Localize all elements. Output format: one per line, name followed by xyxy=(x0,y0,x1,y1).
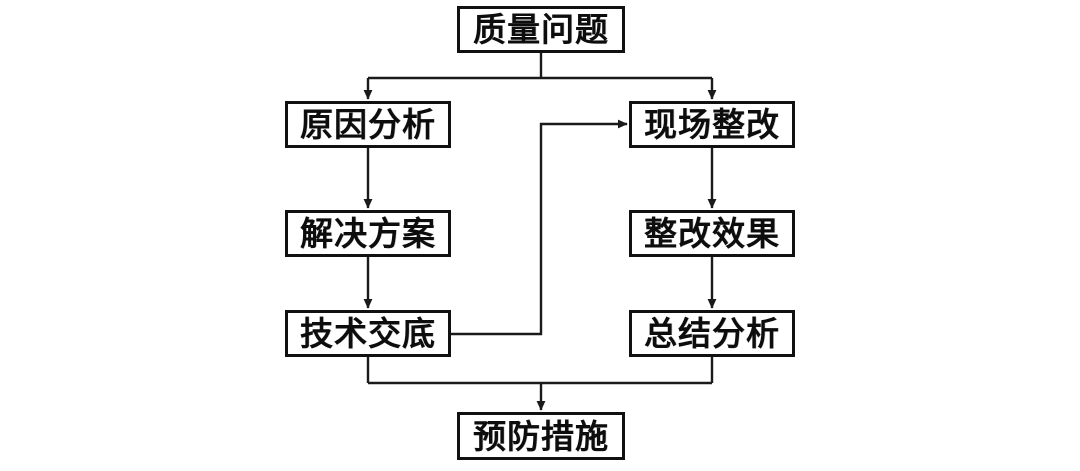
node-label-onsite-rectification: 现场整改 xyxy=(644,105,780,144)
node-technical-briefing[interactable]: 技术交底 xyxy=(285,310,451,357)
edge-briefing-to-onsite xyxy=(451,119,628,336)
node-quality-issue[interactable]: 质量问题 xyxy=(457,6,625,53)
node-rectification-effect[interactable]: 整改效果 xyxy=(629,210,795,257)
node-label-rectification-effect: 整改效果 xyxy=(644,214,780,253)
node-solution[interactable]: 解决方案 xyxy=(285,210,451,257)
node-label-summary-analysis: 总结分析 xyxy=(644,314,780,353)
node-label-preventive-measures: 预防措施 xyxy=(473,416,609,456)
node-label-technical-briefing: 技术交底 xyxy=(300,314,436,353)
node-label-solution: 解决方案 xyxy=(300,214,436,253)
node-summary-analysis[interactable]: 总结分析 xyxy=(629,310,795,357)
node-label-cause-analysis: 原因分析 xyxy=(300,105,436,144)
node-cause-analysis[interactable]: 原因分析 xyxy=(285,101,451,148)
node-onsite-rectification[interactable]: 现场整改 xyxy=(629,101,795,148)
node-preventive-measures[interactable]: 预防措施 xyxy=(457,412,625,460)
node-label-quality-issue: 质量问题 xyxy=(473,10,609,49)
